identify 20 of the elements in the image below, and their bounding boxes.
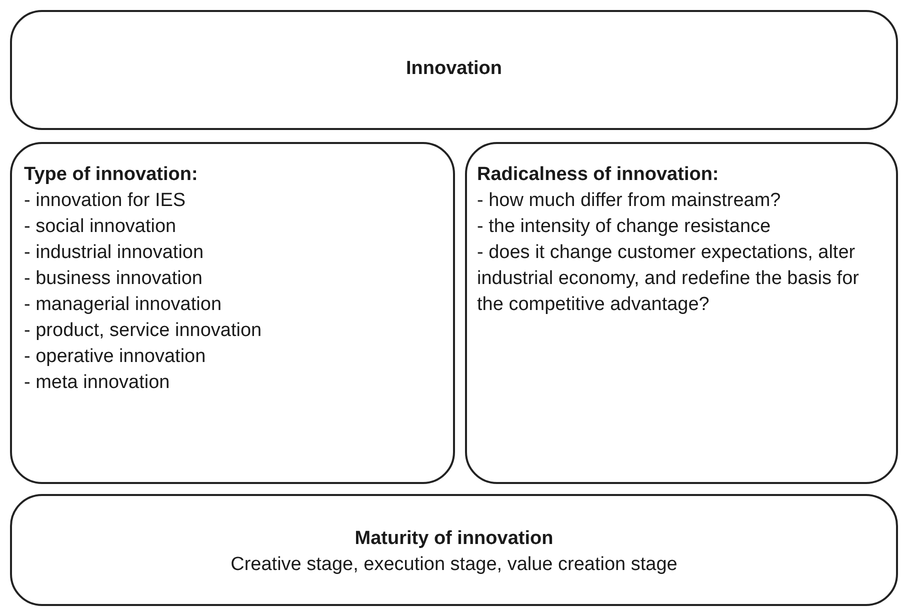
box-heading: Type of innovation: [24,163,198,187]
list-item: - managerial innovation [24,293,222,317]
rounded-box [10,142,455,484]
list-item: - social innovation [24,215,176,239]
list-item: - operative innovation [24,345,206,369]
rounded-box [10,494,898,606]
list-item: - innovation for IES [24,189,186,213]
list-item: - the intensity of change resistance [477,215,771,239]
box-heading: Radicalness of innovation: [477,163,719,187]
rounded-box [465,142,898,484]
box-heading: Maturity of innovation [354,527,554,551]
list-item: - product, service innovation [24,319,262,343]
list-item: - does it change customer expectations, alter industrial economy, and redefine the basis for the competitive advantage? [477,241,860,317]
list-item: - meta innovation [24,371,170,395]
rounded-box [10,10,898,130]
list-item: - how much differ from mainstream? [477,189,781,213]
list-item: - business innovation [24,267,202,291]
box-text: Creative stage, execution stage, value creation stage [230,553,678,577]
list-item: - industrial innovation [24,241,204,265]
box-heading: Innovation [406,57,502,81]
